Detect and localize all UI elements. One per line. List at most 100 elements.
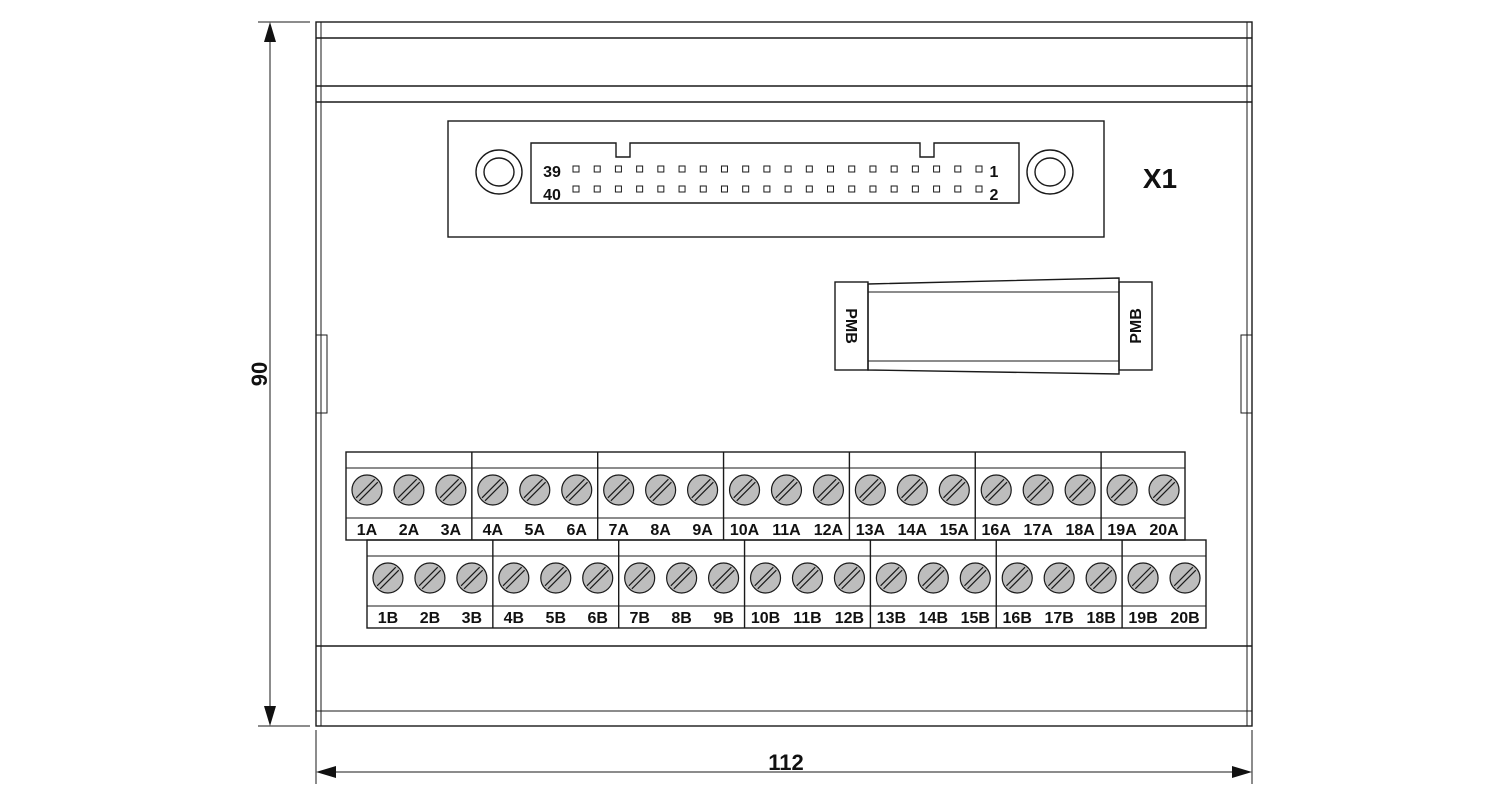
- terminal-screw: [414, 562, 446, 594]
- right-latch: [1240, 334, 1253, 414]
- width-dimension: 112: [315, 730, 1253, 784]
- terminal-screw: [561, 474, 593, 506]
- terminal-screw: [1106, 474, 1138, 506]
- terminal-label: 17A: [1023, 522, 1053, 539]
- terminal-label: 2A: [399, 522, 420, 539]
- connector-pin: [636, 165, 644, 173]
- connector-pin: [699, 185, 707, 193]
- terminal-label: 1B: [378, 610, 398, 627]
- terminal-label: 11A: [772, 522, 801, 539]
- height-dimension: 90: [247, 21, 310, 727]
- terminal-screw: [666, 562, 698, 594]
- terminal-label: 19A: [1107, 522, 1137, 539]
- terminal-screw: [456, 562, 488, 594]
- connector-pin: [890, 165, 898, 173]
- connector-pin: [933, 185, 941, 193]
- connector-pin: [593, 185, 601, 193]
- connector-pin: [720, 185, 728, 193]
- connector-pin: [699, 165, 707, 173]
- connector-pin: [805, 185, 813, 193]
- terminal-screw: [1148, 474, 1180, 506]
- terminal-screw: [1085, 562, 1117, 594]
- terminal-screw: [896, 474, 928, 506]
- connector-pin: [848, 165, 856, 173]
- connector-pin: [572, 165, 580, 173]
- connector-pin: [805, 165, 813, 173]
- connector-pin: [911, 165, 919, 173]
- connector-flange: [447, 120, 1105, 238]
- connector-pin: [890, 185, 898, 193]
- terminal-label: 8A: [650, 522, 671, 539]
- pmb-marker: PMB PMB: [834, 277, 1153, 375]
- connector-pin: [933, 165, 941, 173]
- terminal-screw: [770, 474, 803, 506]
- pin-label-1: 1: [990, 164, 999, 181]
- terminal-screw: [833, 562, 866, 594]
- terminal-row-b-frame: [366, 539, 1207, 629]
- terminal-label: 12A: [814, 522, 844, 539]
- terminal-screw: [519, 474, 551, 506]
- terminal-label: 4A: [483, 522, 504, 539]
- terminal-label: 10B: [751, 610, 780, 627]
- terminal-screw: [351, 474, 383, 506]
- connector-pin: [593, 165, 601, 173]
- terminal-screw: [854, 474, 886, 506]
- pmb-strip: [867, 277, 1120, 375]
- pin-label-39: 39: [543, 164, 561, 181]
- terminal-label: 1A: [357, 522, 378, 539]
- connector-pin: [720, 165, 728, 173]
- terminal-screw: [1022, 474, 1054, 506]
- mounting-hole-left: [475, 149, 523, 195]
- connector-pin: [975, 165, 983, 173]
- width-value: 112: [768, 750, 804, 775]
- connector-pin: [572, 185, 580, 193]
- connector-pin: [784, 165, 792, 173]
- terminal-label: 11B: [793, 610, 821, 627]
- connector-shroud: [530, 142, 1020, 204]
- terminal-label: 16B: [1003, 610, 1032, 627]
- connector-pin: [784, 185, 792, 193]
- terminal-label: 7B: [629, 610, 649, 627]
- terminal-label: 19B: [1128, 610, 1157, 627]
- connector-pin: [657, 165, 665, 173]
- pmb-right-label: PMB: [1128, 308, 1145, 344]
- terminal-screw: [498, 562, 530, 594]
- terminal-label: 10A: [730, 522, 760, 539]
- connector-pin: [636, 185, 644, 193]
- terminal-label: 9B: [713, 610, 733, 627]
- connector-pin: [763, 165, 771, 173]
- terminal-screw: [791, 562, 824, 594]
- x1-connector: 39 40 1 2 X1: [447, 120, 1177, 238]
- terminal-label: 3B: [462, 610, 482, 627]
- terminal-screw: [728, 474, 761, 506]
- terminal-screw: [603, 474, 635, 506]
- connector-pin: [657, 185, 665, 193]
- pin-label-40: 40: [543, 187, 561, 204]
- connector-pin: [954, 185, 962, 193]
- terminal-screw: [393, 474, 425, 506]
- terminal-label: 13B: [877, 610, 906, 627]
- connector-pin: [975, 185, 983, 193]
- terminal-label: 14B: [919, 610, 948, 627]
- terminal-screw: [875, 562, 907, 594]
- terminal-label: 20A: [1149, 522, 1179, 539]
- terminal-screw: [372, 562, 404, 594]
- terminal-label: 15B: [961, 610, 990, 627]
- terminal-screw: [624, 562, 656, 594]
- terminal-label: 3A: [441, 522, 462, 539]
- terminal-screw: [749, 562, 782, 594]
- pmb-left-label: PMB: [842, 308, 859, 344]
- housing: [315, 21, 1253, 727]
- terminal-screw: [540, 562, 572, 594]
- terminal-screw: [582, 562, 614, 594]
- connector-pins: [572, 165, 983, 193]
- connector-pin: [869, 185, 877, 193]
- terminal-label: 9A: [692, 522, 713, 539]
- terminal-screw: [477, 474, 509, 506]
- terminal-label: 5A: [525, 522, 546, 539]
- terminal-screw: [1043, 562, 1075, 594]
- connector-pin: [614, 185, 622, 193]
